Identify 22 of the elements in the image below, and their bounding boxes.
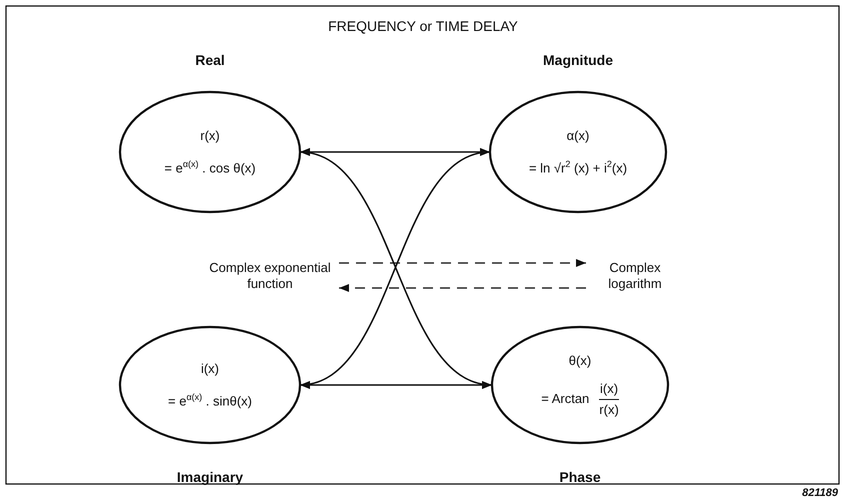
numerator-text: i(x) xyxy=(600,380,618,396)
formula-text: α(x) xyxy=(566,128,590,144)
node-heading: Phase xyxy=(558,469,602,485)
formula-text: = e$^{α(x)}$ . sinθ(x) xyxy=(168,390,252,410)
formula-text: θ(x) xyxy=(568,352,592,368)
formula-text: = ln √r$^{2}$ (x) + i$^{2}$(x) xyxy=(528,158,628,176)
node-heading: Real xyxy=(194,52,226,68)
diagram-title: FREQUENCY or TIME DELAY xyxy=(327,18,519,34)
denominator-text: r(x) xyxy=(599,402,619,418)
annotation-text: Complex exponential function xyxy=(208,260,332,292)
formula-text: = e$^{α(x)}$ . cos θ(x) xyxy=(164,158,256,176)
annotation-text: Complex logarithm xyxy=(607,260,663,292)
formula-text: = Arctan xyxy=(541,391,590,407)
formula-text: r(x) xyxy=(200,128,220,144)
dashed-arrow xyxy=(339,284,586,292)
formula-text: i(x) xyxy=(200,360,220,377)
arrow xyxy=(300,148,490,156)
node-heading: Magnitude xyxy=(542,52,614,68)
dashed-arrow xyxy=(339,259,586,267)
node-heading: Imaginary xyxy=(176,469,244,485)
arrow xyxy=(300,381,492,389)
figure-number: 821189 xyxy=(802,486,838,500)
